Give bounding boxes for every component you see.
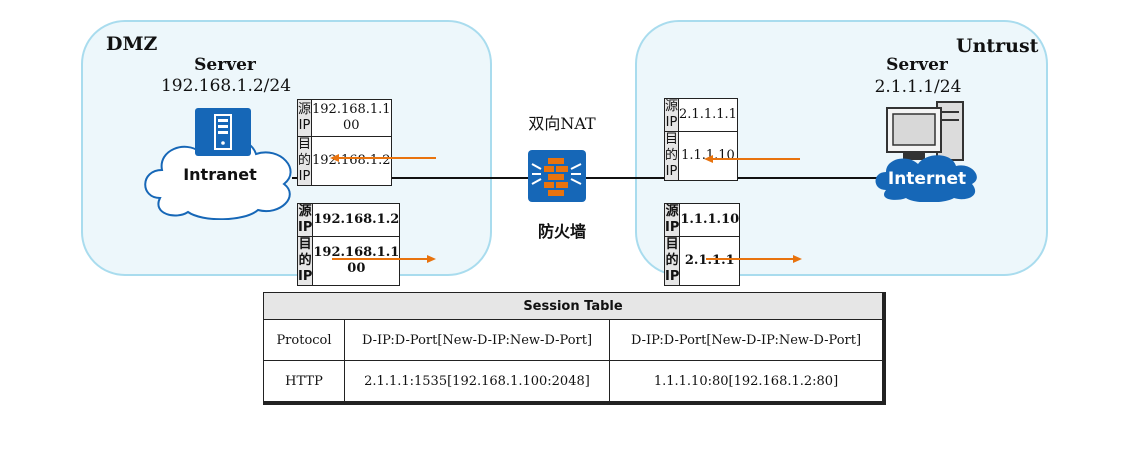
untrust-outbound-arrow-icon — [706, 255, 802, 263]
dmz-table-in: 源IP 192.168.1.100 目的IP 192.168.1.2 — [296, 99, 392, 186]
untrust-out-src-key: 源IP — [663, 203, 681, 237]
dmz-zone-title: DMZ — [106, 33, 158, 55]
dmz-out-src-key: 源IP — [296, 203, 314, 237]
dmz-server-label: Server — [194, 55, 256, 75]
dmz-out-dst-key: 目的IP — [296, 236, 314, 286]
session-row-dmz: 2.1.1.1:1535[192.168.1.100:2048] — [344, 360, 610, 402]
dmz-server-ip: 192.168.1.2/24 — [160, 76, 292, 96]
untrust-zone-title: Untrust — [956, 35, 1039, 57]
session-table: Session Table Protocol D-IP:D-Port[New-D… — [263, 292, 886, 405]
session-table-title: Session Table — [263, 292, 883, 320]
untrust-out-dst-val: 2.1.1.1 — [679, 236, 741, 286]
firewall-label: 防火墙 — [537, 222, 586, 241]
untrust-server-ip: 2.1.1.1/24 — [874, 77, 962, 97]
computer-icon — [886, 101, 964, 161]
dmz-in-src-key: 源IP — [296, 99, 313, 137]
session-header-dmz: D-IP:D-Port[New-D-IP:New-D-Port] — [344, 319, 610, 361]
firewall-icon — [528, 150, 586, 202]
session-header-protocol: Protocol — [263, 319, 345, 361]
table-row: HTTP 2.1.1.1:1535[192.168.1.100:2048] 1.… — [263, 360, 883, 402]
dmz-inbound-arrow-icon — [330, 154, 436, 162]
untrust-in-dst-key: 目的IP — [663, 131, 680, 181]
untrust-server-label: Server — [886, 55, 948, 75]
nat-label: 双向NAT — [528, 114, 596, 133]
dmz-out-src-val: 192.168.1.2 — [312, 203, 401, 237]
dmz-in-dst-val: 192.168.1.2 — [311, 136, 392, 186]
session-row-protocol: HTTP — [263, 360, 345, 402]
internet-cloud-label: Internet — [887, 169, 967, 189]
session-row-untrust: 1.1.1.10:80[192.168.1.2:80] — [609, 360, 883, 402]
session-header-untrust: D-IP:D-Port[New-D-IP:New-D-Port] — [609, 319, 883, 361]
untrust-in-src-key: 源IP — [663, 98, 680, 132]
untrust-table-in: 源IP 2.1.1.1.1 目的IP 1.1.1.10 — [663, 98, 738, 181]
untrust-table-out: 源IP 1.1.1.10 目的IP 2.1.1.1 — [663, 203, 741, 286]
untrust-inbound-arrow-icon — [704, 155, 800, 163]
dmz-out-dst-val: 192.168.1.100 — [312, 236, 401, 286]
server-icon — [195, 108, 251, 156]
dmz-outbound-arrow-icon — [332, 255, 436, 263]
dmz-zone — [81, 20, 492, 276]
intranet-cloud-icon — [144, 137, 292, 220]
untrust-out-src-val: 1.1.1.10 — [679, 203, 741, 237]
untrust-in-src-val: 2.1.1.1.1 — [678, 98, 738, 132]
dmz-table-out: 源IP 192.168.1.2 目的IP 192.168.1.100 — [296, 203, 401, 286]
intranet-cloud-label: Intranet — [183, 165, 257, 184]
internet-cloud-icon — [875, 155, 977, 202]
dmz-in-src-val: 192.168.1.100 — [311, 99, 392, 137]
dmz-in-dst-key: 目的IP — [296, 136, 313, 186]
untrust-out-dst-key: 目的IP — [663, 236, 681, 286]
connection-line-left — [292, 177, 528, 179]
